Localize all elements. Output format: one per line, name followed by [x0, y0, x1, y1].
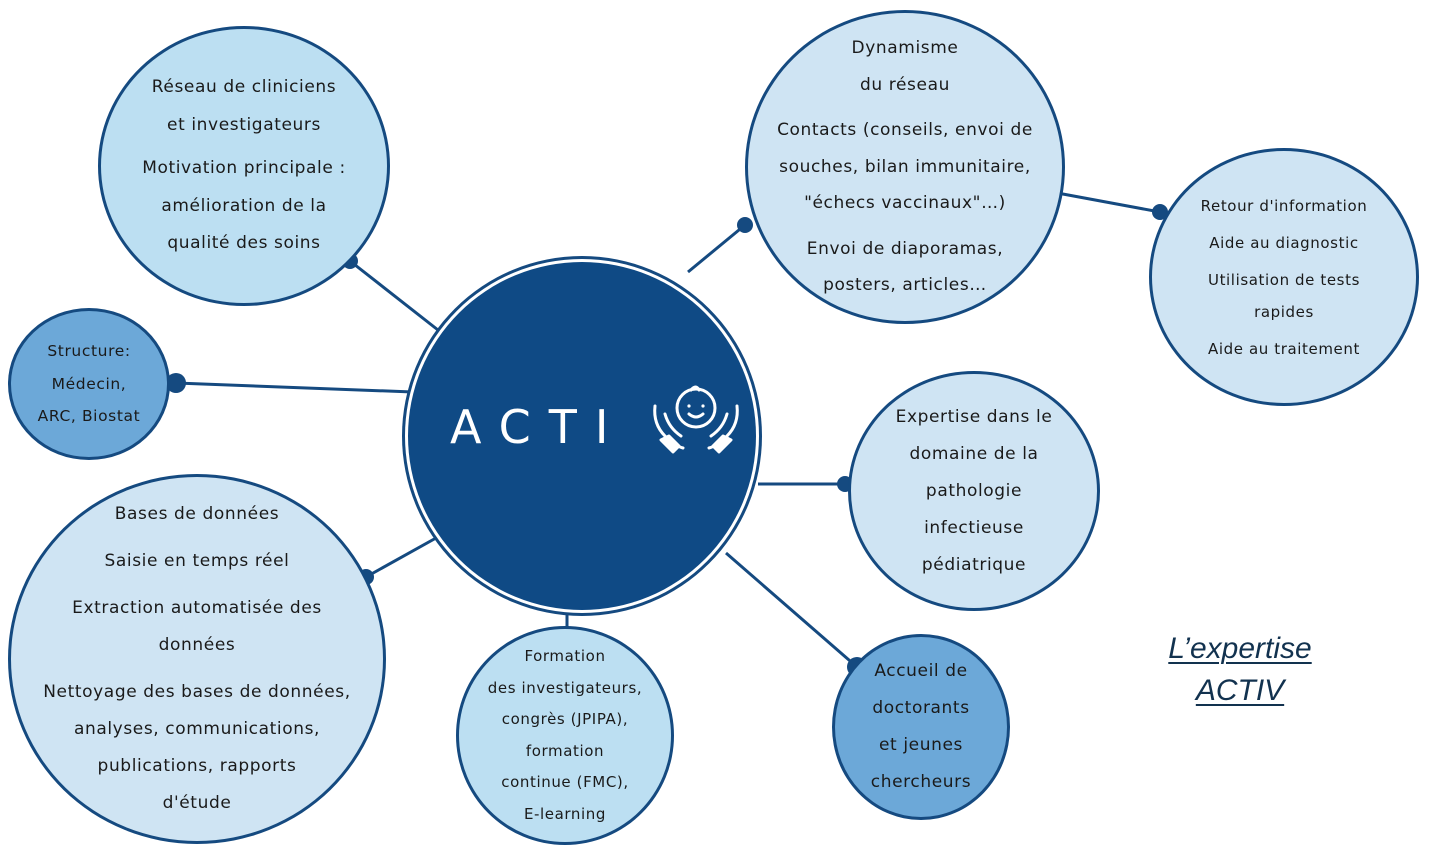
- caption-line-1: L’expertise: [1168, 632, 1312, 665]
- center-node: ACTI: [408, 262, 756, 610]
- node-text: publications, rapports: [97, 756, 297, 776]
- node-text: doctorants: [872, 698, 970, 718]
- node-text: infectieuse: [924, 517, 1024, 538]
- center-title: ACTI: [450, 400, 627, 454]
- node-structure: Structure: Médecin, ARC, Biostat: [8, 308, 170, 460]
- node-text: Bases de données: [114, 504, 280, 524]
- node-text: analyses, communications,: [73, 719, 321, 739]
- node-text: Médecin,: [51, 374, 127, 393]
- node-accueil: Accueil de doctorants et jeunes chercheu…: [832, 634, 1010, 820]
- caption: L’expertise ACTIV: [1135, 628, 1345, 712]
- node-text: pathologie: [925, 480, 1023, 501]
- node-text: Formation: [524, 647, 606, 665]
- node-text: "échecs vaccinaux"…): [804, 193, 1006, 214]
- node-text: Réseau de cliniciens: [151, 77, 337, 98]
- node-retour: Retour d'information Aide au diagnostic …: [1149, 148, 1419, 406]
- connector-dot-dynamisme: [737, 217, 753, 233]
- node-text: Dynamisme: [851, 38, 959, 59]
- node-text: pédiatrique: [921, 554, 1027, 575]
- node-text: Contacts (conseils, envoi de: [777, 120, 1033, 141]
- node-text: Envoi de diaporamas,: [806, 238, 1004, 259]
- node-formation: Formation des investigateurs, congrès (J…: [456, 626, 674, 845]
- node-text: E-learning: [523, 804, 607, 823]
- node-text: congrès (JPIPA),: [501, 710, 629, 728]
- node-bases: Bases de données Saisie en temps réel Ex…: [8, 474, 386, 844]
- node-text: Structure:: [47, 342, 131, 361]
- node-text: Aide au diagnostic: [1209, 233, 1359, 252]
- node-text: du réseau: [860, 74, 950, 95]
- node-text: et investigateurs: [167, 114, 321, 135]
- node-text: des investigateurs,: [487, 678, 643, 697]
- connector-bases: [365, 531, 446, 579]
- node-expertise: Expertise dans le domaine de la patholog…: [848, 371, 1100, 611]
- baby-in-hands-icon: [653, 385, 739, 454]
- node-text: et jeunes: [879, 735, 963, 755]
- connector-structure: [175, 381, 414, 394]
- node-reseau: Réseau de cliniciens et investigateurs M…: [98, 26, 390, 306]
- node-text: souches, bilan immunitaire,: [779, 156, 1031, 177]
- node-dynamisme: Dynamisme du réseau Contacts (conseils, …: [745, 10, 1065, 324]
- caption-line-2: ACTIV: [1195, 674, 1285, 707]
- node-text: rapides: [1254, 302, 1314, 321]
- connector-dynamisme: [687, 223, 746, 274]
- connector-retour: [1051, 190, 1161, 214]
- node-text: Nettoyage des bases de données,: [43, 682, 351, 702]
- connector-reseau: [349, 259, 439, 332]
- connector-accueil: [725, 551, 858, 669]
- node-text: Saisie en temps réel: [104, 551, 290, 571]
- connector-dot-structure: [166, 373, 186, 393]
- node-text: posters, articles…: [823, 275, 987, 296]
- node-text: chercheurs: [870, 772, 972, 792]
- node-text: d'étude: [162, 793, 232, 813]
- node-text: Extraction automatisée des: [72, 598, 322, 618]
- node-text: Motivation principale :: [142, 158, 346, 179]
- node-text: données: [158, 635, 236, 655]
- node-text: formation: [525, 741, 605, 760]
- node-text: continue (FMC),: [501, 773, 629, 791]
- node-text: qualité des soins: [167, 233, 321, 254]
- node-text: domaine de la: [909, 443, 1039, 464]
- node-text: Expertise dans le: [895, 406, 1053, 427]
- node-text: Accueil de: [874, 661, 968, 681]
- node-text: Aide au traitement: [1208, 339, 1360, 358]
- node-text: Utilisation de tests: [1207, 270, 1360, 289]
- node-text: amélioration de la: [161, 195, 327, 216]
- node-text: Retour d'information: [1200, 196, 1368, 215]
- node-text: ARC, Biostat: [37, 407, 141, 426]
